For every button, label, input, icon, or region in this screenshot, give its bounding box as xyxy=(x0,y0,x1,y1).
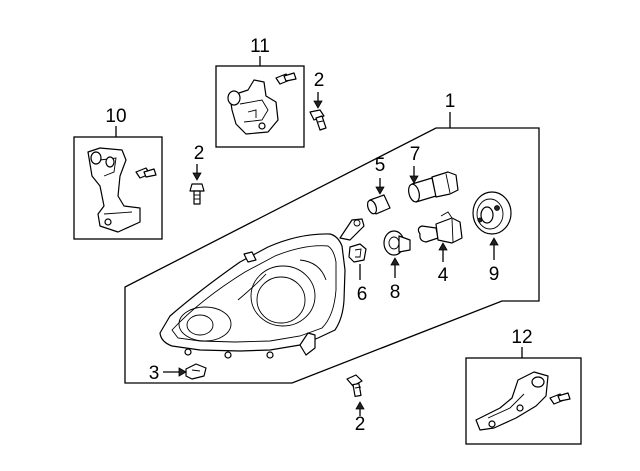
clip-part-3 xyxy=(185,363,207,380)
callout-5: 5 xyxy=(375,155,386,176)
arrow-2c xyxy=(355,401,365,410)
callout-6: 6 xyxy=(357,284,368,305)
callout-2a: 2 xyxy=(194,143,205,164)
socket-part-8 xyxy=(383,230,411,256)
bolt-part-2-top xyxy=(309,109,327,131)
callout-7: 7 xyxy=(410,144,421,165)
arrow-8 xyxy=(390,257,400,266)
arrow-7 xyxy=(409,175,419,184)
arrow-2b xyxy=(313,100,323,109)
callout-3: 3 xyxy=(149,363,160,384)
headlamp-assembly-outline xyxy=(124,127,540,384)
cap-part-9 xyxy=(472,191,512,235)
bracket-12-box xyxy=(465,357,582,445)
arrow-3 xyxy=(178,367,187,377)
callout-11: 11 xyxy=(250,36,270,57)
arrow-5 xyxy=(375,186,385,195)
arrow-2a xyxy=(192,172,202,181)
callout-10: 10 xyxy=(105,106,126,127)
callout-4-label: 4 xyxy=(438,265,449,286)
arrow-4 xyxy=(438,242,448,251)
bracket-part-10 xyxy=(87,147,157,233)
callout-2b: 2 xyxy=(314,70,325,91)
bracket-10-box xyxy=(73,136,163,240)
callout-8: 8 xyxy=(390,282,401,303)
headlamp-housing xyxy=(159,218,365,359)
arrow-9 xyxy=(489,237,499,246)
bolt-part-2-center xyxy=(189,183,205,205)
bolt-part-2-bottom xyxy=(346,374,363,398)
bracket-part-12 xyxy=(475,371,571,431)
halogen-bulb-part-7 xyxy=(408,171,459,203)
callout-1: 1 xyxy=(445,91,456,112)
callout-2c: 2 xyxy=(355,414,366,435)
callout-9: 9 xyxy=(489,264,500,285)
gasket-part-6 xyxy=(348,243,367,263)
bulb-part-4 xyxy=(417,211,463,244)
bulb-part-5 xyxy=(366,194,391,215)
callout-12: 12 xyxy=(511,327,532,348)
bracket-part-11 xyxy=(227,72,297,135)
